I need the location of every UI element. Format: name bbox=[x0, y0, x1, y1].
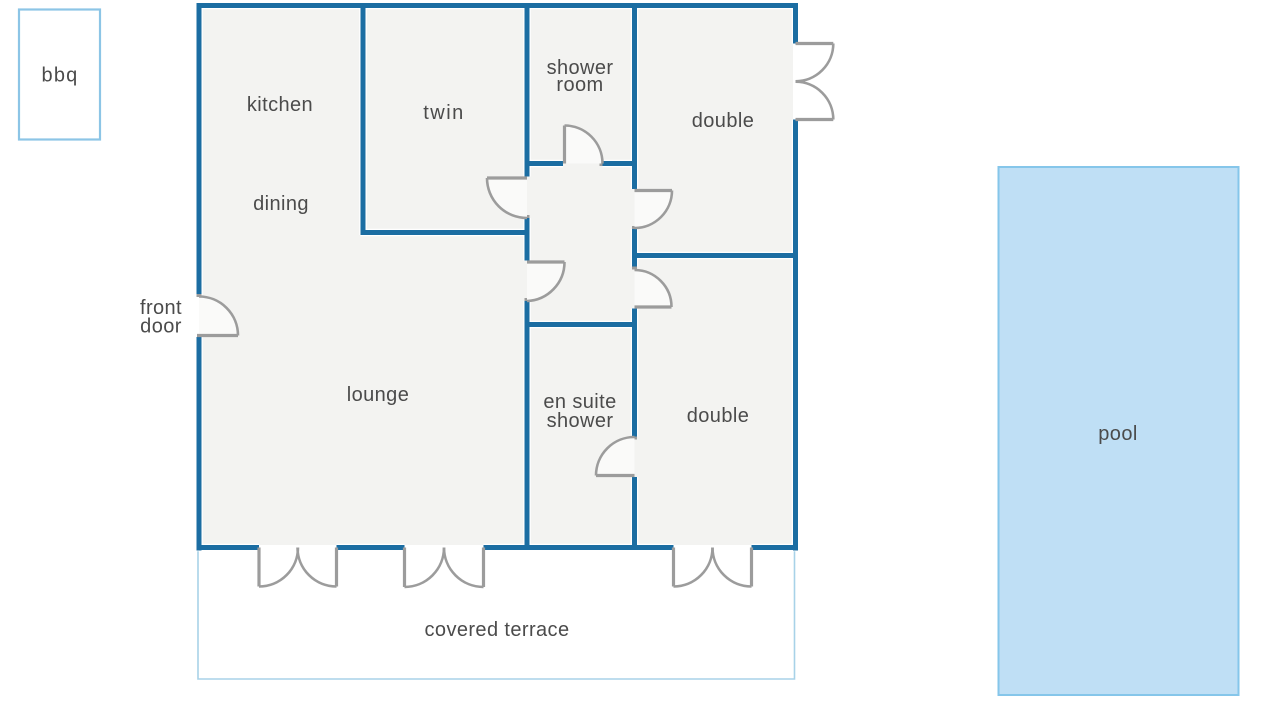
svg-text:twin: twin bbox=[423, 102, 465, 124]
svg-text:front: front bbox=[140, 297, 182, 319]
svg-text:pool: pool bbox=[1098, 423, 1137, 445]
svg-text:covered terrace: covered terrace bbox=[425, 619, 570, 641]
svg-text:double: double bbox=[692, 110, 754, 132]
svg-text:shower: shower bbox=[547, 410, 614, 432]
svg-text:room: room bbox=[556, 74, 603, 96]
svg-text:en suite: en suite bbox=[543, 391, 616, 413]
svg-text:bbq: bbq bbox=[42, 65, 79, 87]
svg-text:door: door bbox=[140, 316, 182, 338]
svg-text:kitchen: kitchen bbox=[247, 94, 313, 116]
svg-text:shower: shower bbox=[547, 57, 614, 79]
svg-text:dining: dining bbox=[253, 193, 309, 215]
svg-text:lounge: lounge bbox=[347, 384, 409, 406]
svg-text:double: double bbox=[687, 405, 749, 427]
